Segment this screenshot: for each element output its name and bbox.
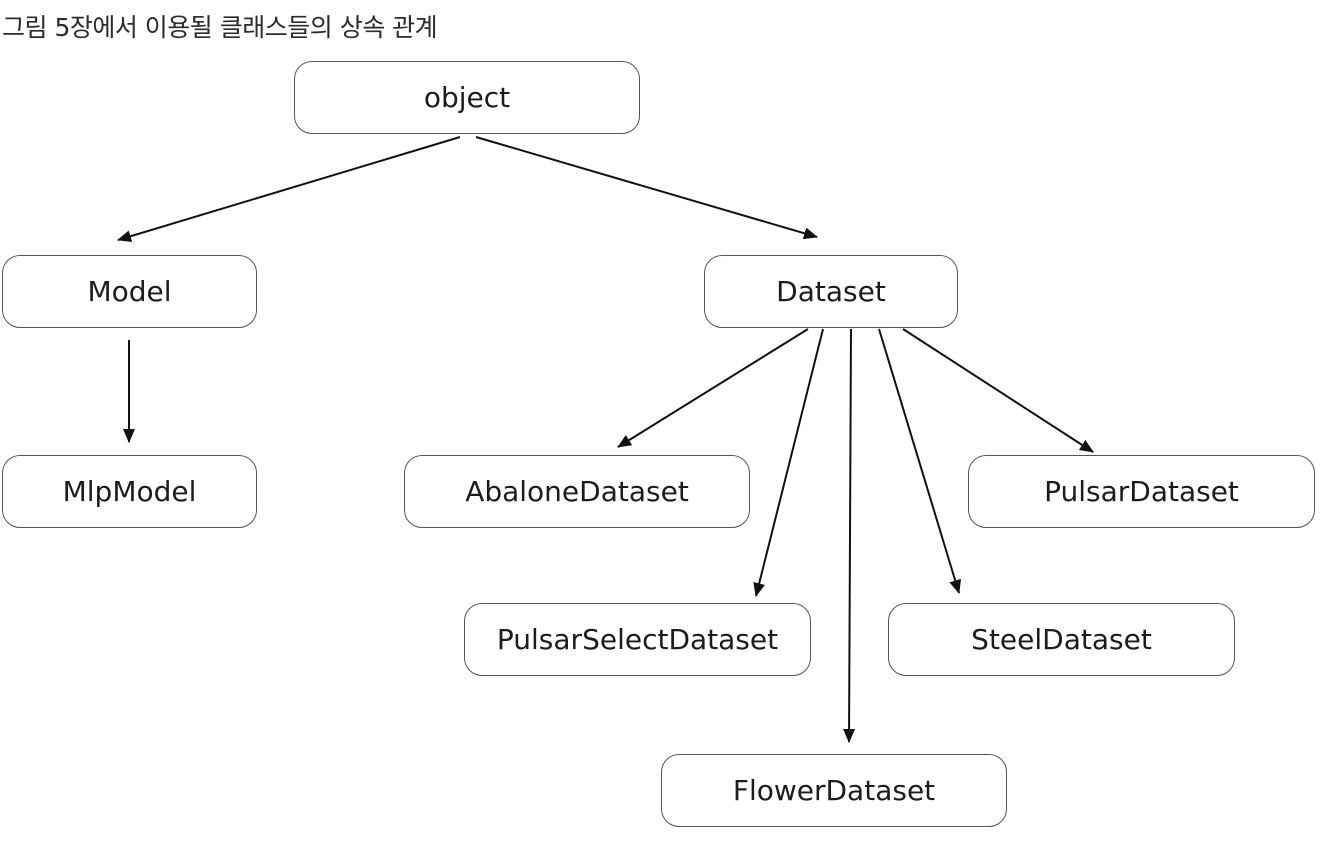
edge-object-dataset	[475, 136, 818, 240]
edge-object-model	[117, 136, 461, 242]
node-pulsarselect-dataset: PulsarSelectDataset	[464, 603, 811, 676]
node-dataset: Dataset	[704, 255, 958, 328]
edge-dataset-pulsar	[902, 328, 1094, 453]
node-mlpmodel: MlpModel	[2, 455, 257, 528]
node-object: object	[294, 61, 640, 134]
figure-caption: 그림 5장에서 이용될 클래스들의 상속 관계	[2, 13, 438, 42]
edge-dataset-steel	[878, 328, 961, 594]
edge-dataset-pulsarselect	[753, 328, 824, 597]
node-model: Model	[2, 255, 257, 328]
edge-dataset-flower	[843, 328, 856, 743]
node-flower-dataset: FlowerDataset	[661, 754, 1007, 827]
node-abalone-dataset: AbaloneDataset	[404, 455, 750, 528]
node-pulsar-dataset: PulsarDataset	[968, 455, 1315, 528]
node-steel-dataset: SteelDataset	[888, 603, 1235, 676]
edge-dataset-abalone	[617, 328, 809, 448]
